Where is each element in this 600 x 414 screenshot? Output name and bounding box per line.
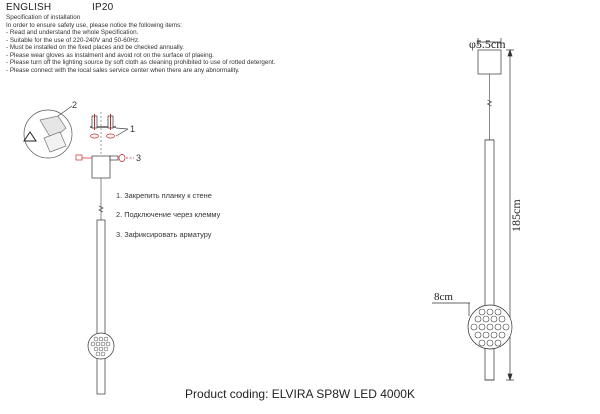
product-coding: Product coding: ELVIRA SP8W LED 4000K xyxy=(185,387,415,401)
callout-1: 1 xyxy=(130,124,135,134)
dim-canopy-label: φ5.5cm xyxy=(469,37,506,51)
language-label: ENGLISH xyxy=(6,2,52,13)
spec-line: - Must be installed on the fixed places … xyxy=(6,44,185,52)
pendant-elevation xyxy=(432,38,514,382)
spec-line: In order to ensure safety use, please no… xyxy=(6,21,183,29)
dim-ball-label: 8cm xyxy=(434,291,453,303)
step-2: 2. Подключение через клемму xyxy=(116,210,221,219)
spec-block: Specification of installation In order t… xyxy=(6,14,275,74)
spec-title: Specification of installation xyxy=(6,14,81,21)
ceiling-bracket xyxy=(90,112,116,140)
step-3: 3. Зафиксировать арматуру xyxy=(116,230,212,239)
callout-3: 3 xyxy=(136,153,141,163)
step-1: 1. Закрепить планку к стене xyxy=(116,191,212,200)
spec-line: - Please wear gloves as instalment and a… xyxy=(6,51,214,59)
ip-rating: IP20 xyxy=(92,2,114,13)
spec-line: - Please turn off the lighting source by… xyxy=(6,59,276,67)
spec-line: - Please connect with the local sales se… xyxy=(6,66,240,74)
spec-line: - Suitable for the use of 220-240V and 5… xyxy=(6,36,140,44)
canopy xyxy=(75,140,134,179)
detail-magnifier xyxy=(23,109,73,159)
callout-2: 2 xyxy=(72,100,77,110)
pendant-left xyxy=(87,178,115,395)
dim-height-label: 185cm xyxy=(509,199,523,232)
spec-line: - Read and understand the whole Specific… xyxy=(6,29,139,37)
